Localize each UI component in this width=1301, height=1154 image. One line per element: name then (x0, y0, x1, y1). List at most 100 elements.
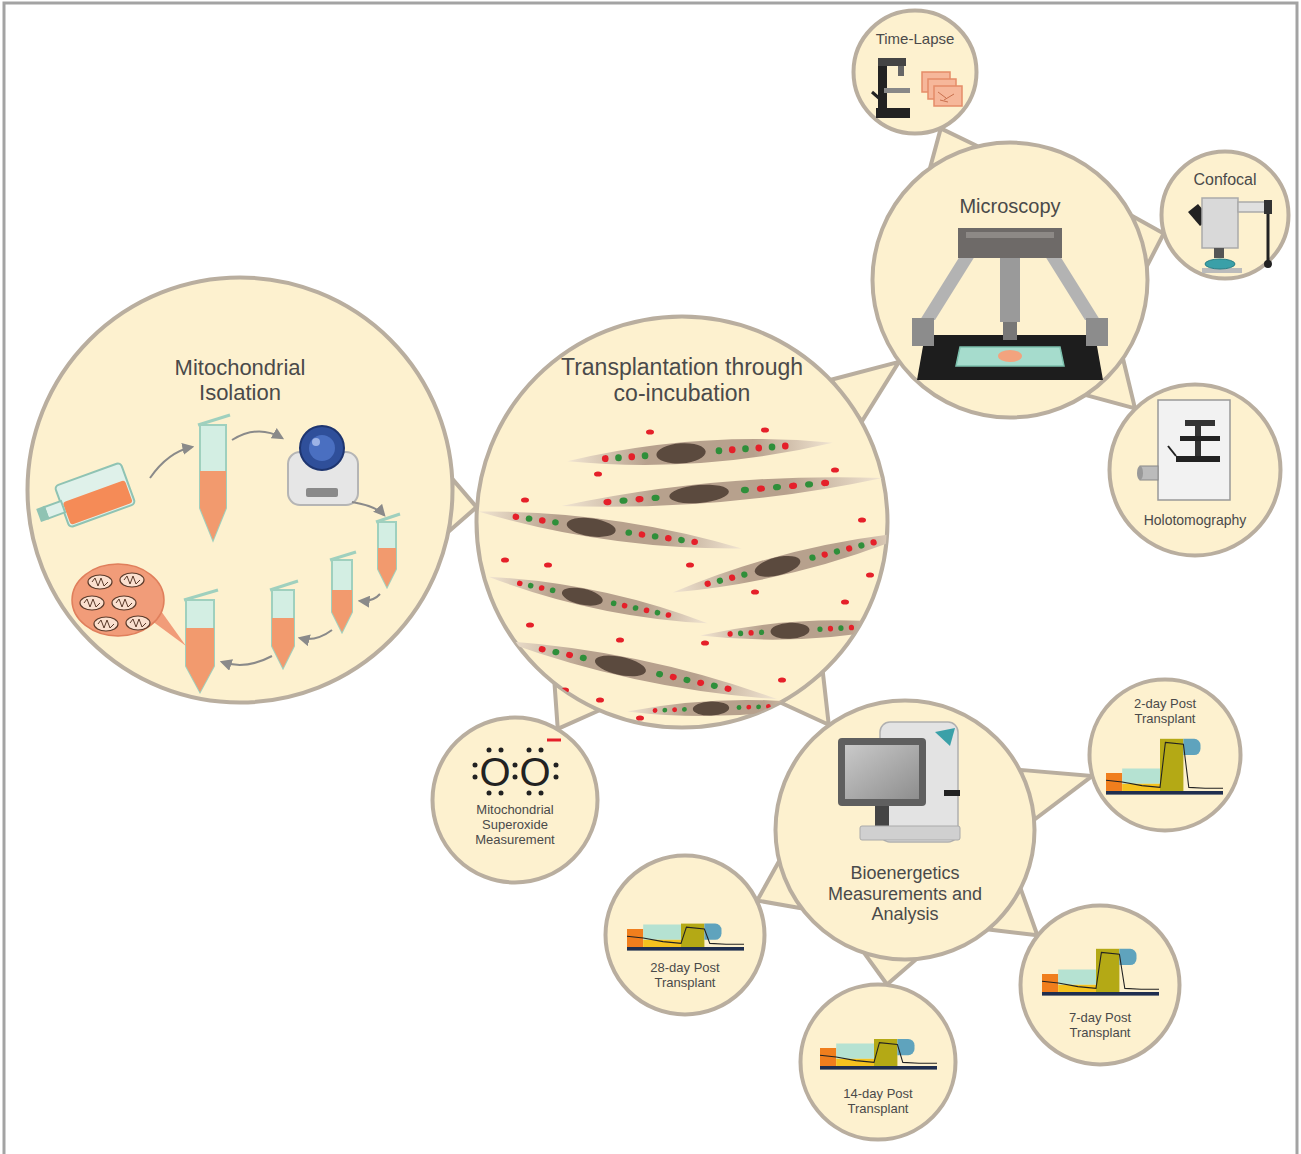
bubble-outline (603, 853, 767, 1017)
microscope (1003, 322, 1017, 340)
lewis-structure-dots (473, 775, 478, 780)
centrifuge (309, 435, 335, 461)
bubble-label: 14-day Post Transplant (833, 1087, 923, 1117)
sample-tube (198, 415, 230, 425)
inverted-microscope (872, 92, 880, 99)
sample-tube (332, 560, 352, 632)
atom-symbol: O (478, 750, 512, 794)
mitochondria-callout (116, 599, 132, 607)
lewis-structure-dots (473, 748, 559, 796)
microscope (1086, 318, 1108, 346)
cell-culture (544, 562, 552, 567)
image-stack (922, 72, 950, 92)
inverted-microscope (872, 58, 910, 118)
respiration-chart (681, 924, 704, 947)
cell-culture (686, 562, 694, 567)
sample-tube (270, 581, 298, 590)
bubble-outline (25, 275, 455, 705)
charge-sign (547, 739, 561, 742)
bubble-node: 7-day Post Transplant (1018, 903, 1182, 1067)
microscope (998, 350, 1022, 362)
cell-culture (818, 687, 826, 692)
sample-tube (200, 425, 226, 540)
bubble-circle (854, 11, 977, 134)
centrifuge (300, 426, 344, 470)
holotomography-device (1185, 420, 1215, 426)
bubble-outline (1159, 149, 1291, 281)
holotomography-device (1140, 466, 1158, 480)
bubble-label: Bioenergetics Measurements and Analysis (815, 863, 995, 925)
bubble-label: Mitochondrial Isolation (145, 355, 335, 406)
confocal-microscope (1264, 260, 1272, 268)
cell-culture (501, 631, 779, 709)
confocal-microscope (1188, 204, 1210, 226)
cell-culture (831, 467, 839, 472)
bubble-node: 14-day Post Transplant (798, 982, 958, 1142)
confocal-microscope (1202, 198, 1238, 248)
bubble-circle (433, 718, 598, 883)
microscope (1045, 256, 1100, 320)
flux-analyzer (838, 722, 960, 842)
microscope (912, 318, 934, 346)
bubble-label: Microscopy (910, 195, 1110, 218)
inverted-microscope (898, 66, 904, 76)
sample-tube (330, 552, 356, 560)
cell-culture (594, 471, 602, 476)
cell-culture (477, 502, 743, 559)
culture-flask (36, 506, 49, 522)
process-arrow (360, 594, 380, 601)
bubble-outline (1018, 903, 1182, 1067)
mitochondria-callout (92, 578, 108, 586)
mitochondria-callout (72, 564, 186, 646)
process-arrow (222, 656, 272, 665)
respiration-chart (1160, 739, 1183, 791)
microscope (917, 335, 1103, 380)
inverted-microscope (876, 108, 910, 118)
sample-tube (186, 600, 214, 692)
centrifuge (288, 426, 358, 505)
cell-culture (636, 715, 644, 720)
bubble-outline (851, 8, 979, 136)
bubble-circle (873, 143, 1148, 418)
cell-culture (646, 429, 654, 434)
bubble-label: 7-day Post Transplant (1055, 1011, 1145, 1041)
bubble-circle (1162, 152, 1289, 279)
cell-culture (501, 427, 874, 720)
sample-tube (376, 514, 400, 522)
image-stack (922, 72, 962, 106)
process-arrow (300, 630, 332, 639)
cell-culture (700, 616, 911, 645)
bubble-label: 28-day Post Transplant (640, 961, 730, 991)
mitochondria-callout (148, 604, 186, 646)
image-stack (934, 86, 962, 106)
mitochondria-callout (120, 573, 144, 587)
bubble-outline (1107, 382, 1283, 558)
sample-tube (272, 590, 294, 668)
flux-analyzer (845, 745, 919, 799)
bubble-node: Confocal (1159, 149, 1291, 281)
microscope (1000, 258, 1020, 322)
inverted-microscope (884, 88, 910, 93)
respiration-chart (820, 1043, 937, 1064)
culture-flask (44, 501, 65, 518)
holotomography-device (1195, 426, 1201, 456)
respiration-chart (643, 925, 681, 940)
cell-culture (521, 497, 529, 502)
bubble-label: Mitochondrial Superoxide Measurement (463, 803, 568, 848)
mitochondria-callout (80, 596, 104, 610)
sample-tube (378, 548, 396, 587)
sample-tube (184, 590, 218, 600)
cell-culture (561, 687, 569, 692)
mitochondria-callout (84, 576, 146, 628)
cell-culture (487, 568, 710, 632)
mitochondria-callout (130, 619, 146, 627)
centrifuge (306, 488, 338, 497)
respiration-chart (643, 940, 681, 947)
respiration-chart (1042, 949, 1159, 996)
bubble-label: 2-day Post Transplant (1120, 697, 1210, 727)
sample-tube (272, 618, 294, 668)
cell-culture (841, 599, 849, 604)
confocal-microscope (1202, 268, 1242, 273)
bubble-outline (798, 982, 958, 1142)
